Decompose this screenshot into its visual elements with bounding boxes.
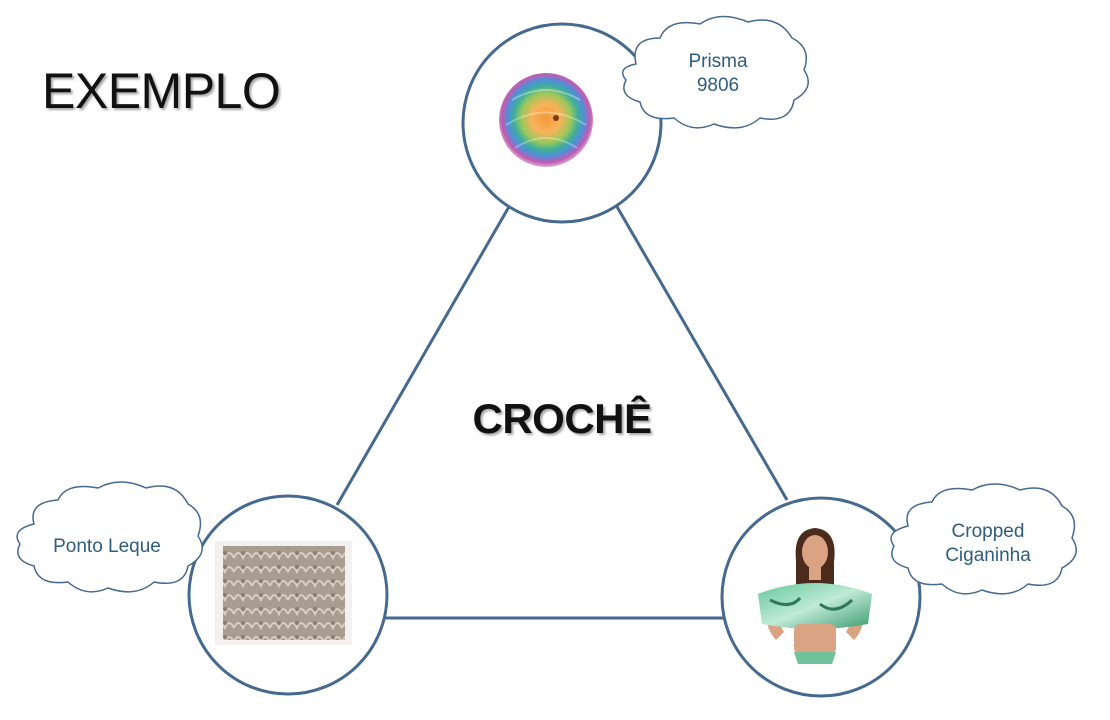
cloud-text-left: Ponto Leque [53,536,161,557]
triangle-connector [335,204,789,620]
center-label: CROCHÊ [472,395,652,442]
crochet-swatch-image [215,541,352,645]
node-top [461,22,663,224]
cloud-right [890,483,1077,595]
edge-top-left [335,204,512,506]
page-title: EXEMPLO [42,63,281,119]
woman-cropped-top-image [758,528,872,664]
cloud-text-top: Prisma 9806 [688,51,748,96]
cloud-text-right: Cropped Ciganinha [945,521,1031,566]
cloud-left [16,481,203,593]
cloud-top [621,15,809,129]
node-right [720,496,922,698]
edge-top-right [614,204,789,501]
node-left [187,494,389,696]
yarn-ball-image [499,73,593,167]
